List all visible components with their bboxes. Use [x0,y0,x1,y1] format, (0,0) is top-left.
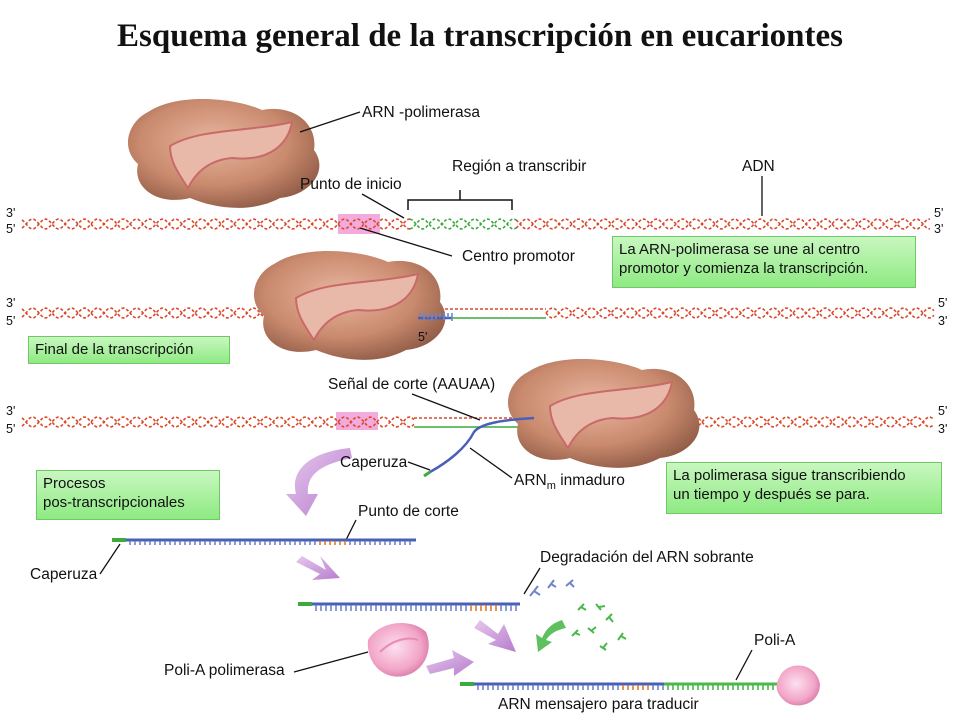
degraded-rna-fragments [529,579,627,651]
label-punto-de-inicio: Punto de inicio [300,176,402,193]
cleaved-mrna-strand [298,602,520,611]
label-poli-a: Poli-A [754,632,796,649]
nascent-rna-row2 [418,313,453,321]
prime-label: 3' [938,422,948,436]
rna-polymerase-1 [127,98,320,208]
dna-double-helix-1 [21,218,931,230]
dna-double-helix-2 [21,307,935,319]
promoter-highlight-3 [336,412,378,430]
label-degradacion: Degradación del ARN sobrante [540,549,754,566]
label-caperuza-2: Caperuza [30,566,98,583]
page-title: Esquema general de la transcripción en e… [117,18,843,54]
label-adn: ADN [742,158,775,175]
dna-double-helix-3 [21,416,935,428]
polya-polymerase-blob-1 [367,622,429,677]
label-poli-a-polimerasa: Poli-A polimerasa [164,662,285,679]
leader-lines [99,111,763,681]
label-centro-promotor: Centro promotor [462,248,575,265]
label-region-a-transcribir: Región a transcribir [452,158,587,175]
info-box-final: Final de la transcripción [28,336,230,364]
label-arn-mensajero: ARN mensajero para traducir [498,696,699,713]
label-punto-de-corte: Punto de corte [358,503,459,520]
label-caperuza-1: Caperuza [340,454,408,471]
promoter-highlight-1 [338,214,380,234]
process-arrows [286,448,566,676]
rna-polymerase-3 [507,358,700,468]
prime-label: 3' [6,206,16,220]
prime-label: 3' [6,404,16,418]
prime-label: 3' [934,222,944,236]
label-senal-de-corte: Señal de corte (AAUAA) [328,376,496,393]
prime-label: 5' [6,314,16,328]
prime-label: 3' [938,314,948,328]
prime-label: 5' [934,206,944,220]
mature-mrna-strand [460,682,784,690]
rna-polymerase-2 [253,250,446,360]
polya-polymerase-blob-2 [776,665,820,706]
pre-mrna-strand [112,538,416,545]
prime-label: 5' [6,222,16,236]
region-bracket [407,190,513,210]
prime-label: 3' [6,296,16,310]
prime-label: 5' [6,422,16,436]
label-arn-polimerasa: ARN -polimerasa [362,104,481,121]
prime-label: 5' [938,404,948,418]
immature-mrna [423,416,535,478]
prime-label: 5' [938,296,948,310]
prime-label-rna-start: 5' [418,330,428,344]
label-arnm-inmaduro: ARNm inmaduro [514,472,625,493]
